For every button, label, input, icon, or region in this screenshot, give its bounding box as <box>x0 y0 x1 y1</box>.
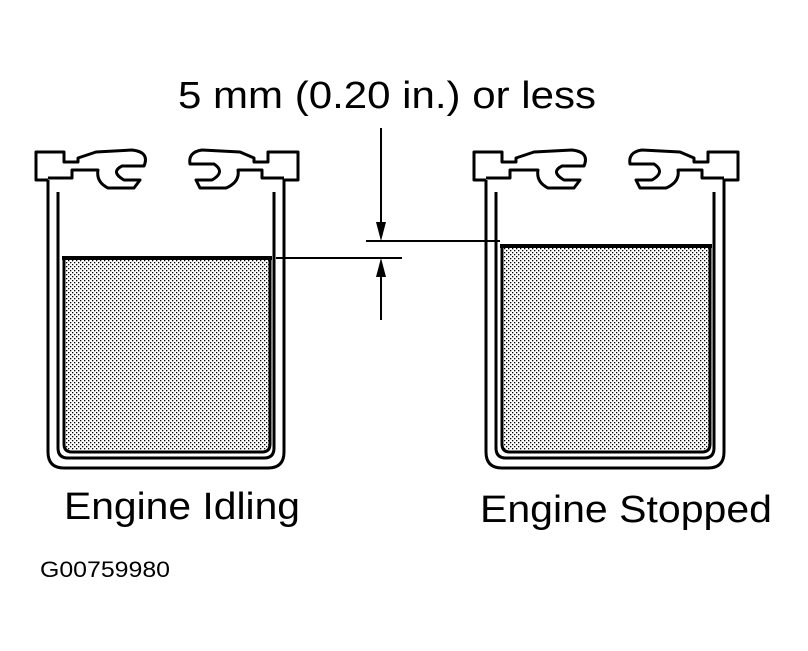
caption-engine-idling: Engine Idling <box>64 486 300 528</box>
fluid-stopped <box>502 246 710 450</box>
fluid-stopped-edge <box>500 246 712 454</box>
reservoir-idling-inner-wall <box>56 192 276 460</box>
reservoir-stopped <box>472 148 740 470</box>
reservoir-stopped-inner-wall <box>494 192 716 460</box>
reservoir-stopped-outline <box>472 148 740 470</box>
dimension-arrowhead-down <box>376 222 386 241</box>
reservoir-idling <box>34 148 300 470</box>
fluid-idling-edge <box>62 258 272 454</box>
dimension-arrowhead-up <box>376 258 386 277</box>
dimension-label: 5 mm (0.20 in.) or less <box>178 75 596 117</box>
figure-code: G00759980 <box>40 557 170 582</box>
reservoir-idling-outline <box>34 148 300 470</box>
fluid-idling <box>64 258 270 450</box>
caption-engine-stopped: Engine Stopped <box>480 489 772 531</box>
level-difference-dimension <box>276 128 500 320</box>
